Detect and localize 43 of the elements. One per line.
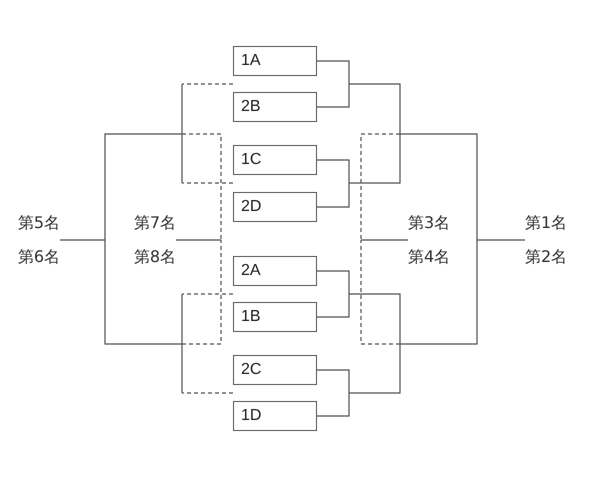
team-box	[233, 302, 317, 332]
bracket-line	[317, 294, 350, 318]
team-box	[233, 92, 317, 122]
bracket-line	[349, 293, 401, 344]
bracket-line	[317, 393, 350, 417]
bracket-line	[317, 369, 350, 393]
team-label: 2D	[241, 199, 262, 215]
team-label: 2C	[241, 362, 262, 378]
team-label: 1B	[241, 309, 261, 325]
team-box	[233, 46, 317, 76]
rank-label: 第8名	[134, 248, 176, 266]
rank-label: 第5名	[18, 214, 60, 232]
bracket-line	[317, 183, 350, 208]
bracket-line	[360, 240, 400, 345]
team-box	[233, 401, 317, 431]
bracket-line	[181, 134, 233, 184]
bracket-line	[360, 133, 400, 240]
bracket-line	[176, 239, 221, 241]
rank-label: 第4名	[408, 248, 450, 266]
bracket-line	[182, 240, 222, 345]
rank-label: 第6名	[18, 248, 60, 266]
bracket-line	[181, 293, 233, 344]
team-label: 2A	[241, 263, 261, 279]
team-label: 1D	[241, 408, 262, 424]
team-box	[233, 355, 317, 385]
rank-label: 第2名	[525, 248, 568, 266]
bracket-line	[361, 239, 408, 241]
bracket-line	[182, 133, 222, 240]
bracket-line	[400, 240, 478, 345]
team-label: 2B	[241, 99, 261, 115]
bracket-line	[104, 240, 182, 345]
team-box	[233, 145, 317, 175]
bracket-line	[317, 270, 350, 294]
team-label: 1A	[241, 53, 261, 69]
team-box	[233, 192, 317, 222]
bracket-line	[181, 344, 233, 394]
bracket-line	[349, 344, 401, 394]
bracket-line	[317, 84, 350, 108]
rank-label: 第3名	[408, 214, 450, 232]
team-label: 1C	[241, 152, 262, 168]
rank-label: 第7名	[134, 214, 176, 232]
team-box	[233, 256, 317, 286]
rank-label: 第1名	[525, 214, 568, 232]
